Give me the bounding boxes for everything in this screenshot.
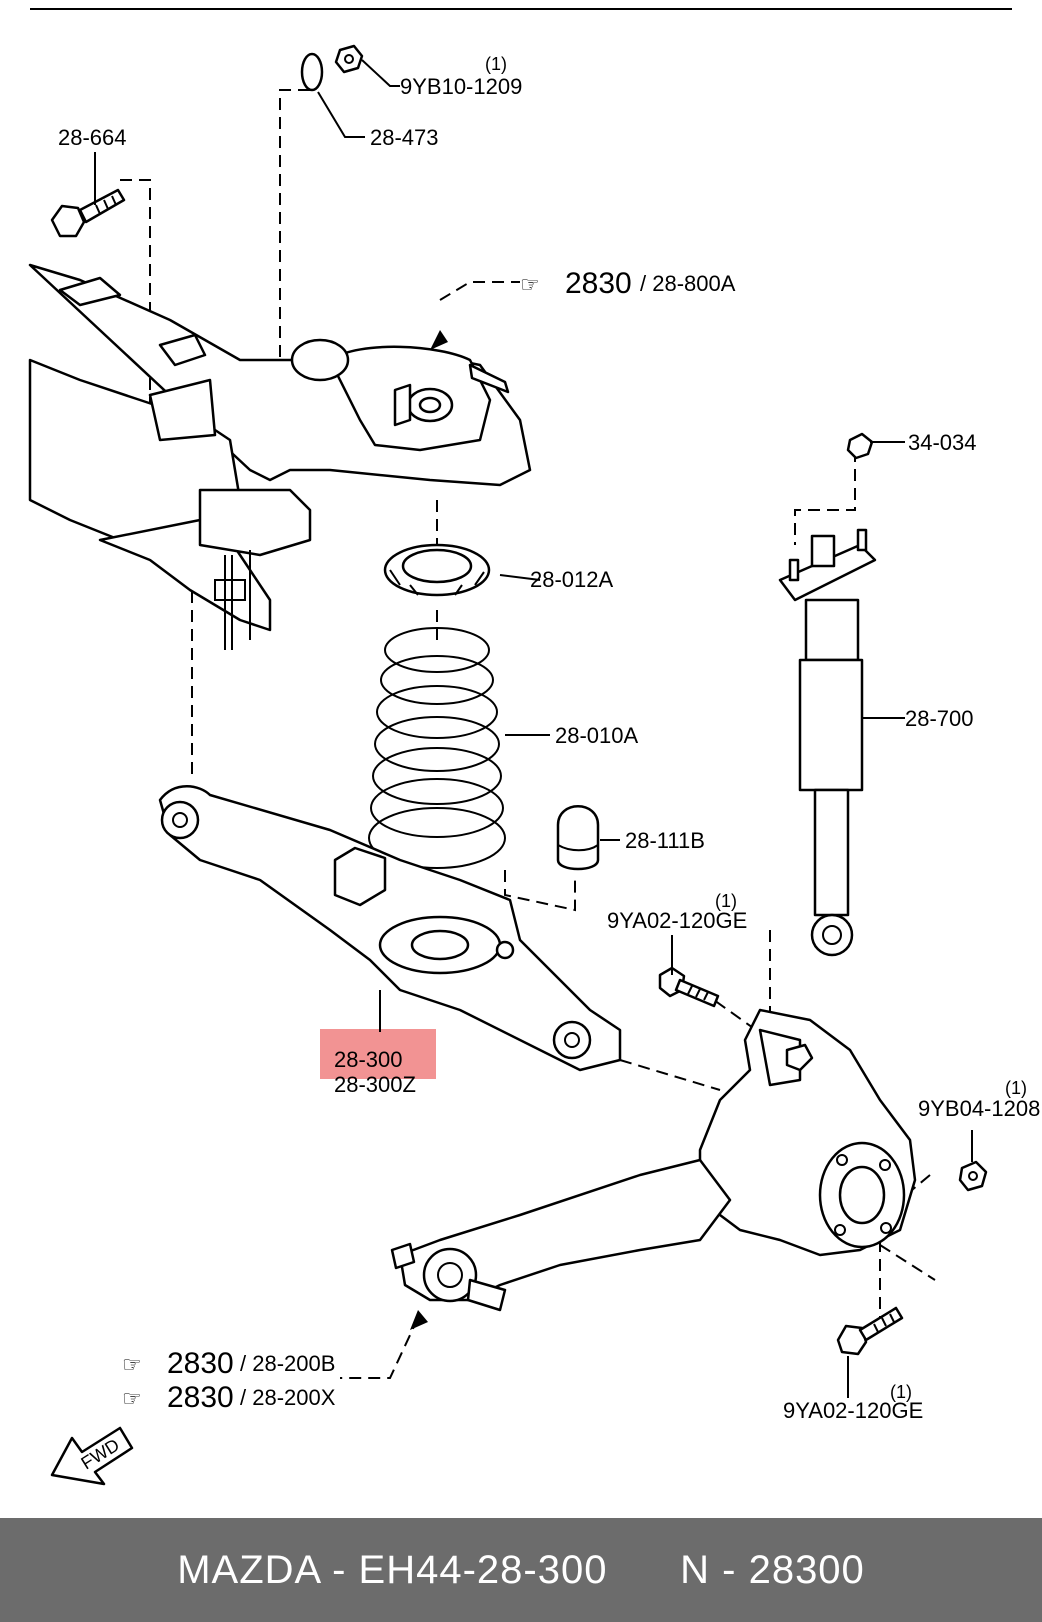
label-bolt-left: 28-664 [58,125,127,150]
lower-arm [158,785,622,1072]
left-bolt-icon [50,188,126,238]
label-bolt-bottom: 9YA02-120GE [783,1398,923,1423]
trailing-arm [390,1158,732,1312]
top-washer [300,52,324,92]
label-crossmember-ref: 2830 [565,267,632,300]
label-nut-top: 9YB10-1209 [400,74,522,99]
right-nut-icon [958,1160,988,1192]
mid-bolt-icon [658,966,720,1008]
label-arm-part-alt: 28-300Z [334,1072,416,1097]
label-spring-seat: 28-012A [530,567,614,592]
label-nut-right-qty: (1) [1005,1078,1027,1098]
label-washer: 28-473 [370,125,439,150]
part-labels: (1) 9YB10-1209 28-473 28-664 ☞ 2830 / 28… [58,54,1040,1423]
label-arm-part: 28-300 [334,1047,403,1072]
bump-stop [556,805,600,871]
leader-lines [94,59,973,1398]
label-trail-ref-2: 2830 [167,1381,234,1414]
diagram-frame [30,8,1012,1520]
footer-text: MAZDA - EH44-28-300 N - 28300 [177,1547,865,1592]
arrowheads [410,330,448,1330]
knuckle [698,1008,917,1257]
label-nut-right: 9YB04-1208 [918,1096,1040,1121]
part-highlight [320,1029,436,1079]
label-nut-top-qty: (1) [485,54,507,74]
top-nut-icon [334,44,364,74]
label-trail-part-1: / 28-200B [240,1351,335,1376]
label-spring: 28-010A [555,723,639,748]
fwd-arrow-icon: FWD [50,1426,134,1486]
suspension-diagram: (1) 9YB10-1209 28-473 28-664 ☞ 2830 / 28… [28,44,1040,1486]
label-mount-nut: 34-034 [908,430,977,455]
ref-hand-icon: ☞ [122,1352,142,1377]
label-trail-ref-1: 2830 [167,1347,234,1380]
shock-absorber [778,432,877,957]
label-bump-stop: 28-111B [625,828,705,853]
bottom-bolt-icon [836,1306,904,1356]
label-bolt-bottom-qty: (1) [890,1382,912,1402]
label-bolt-mid-qty: (1) [715,891,737,911]
label-shock: 28-700 [905,706,974,731]
subframe [28,263,532,650]
label-bolt-mid: 9YA02-120GE [607,908,747,933]
ref-hand-icon: ☞ [122,1386,142,1411]
ref-hand-icon: ☞ [520,272,540,297]
footer-bar: MAZDA - EH44-28-300 N - 28300 [0,1518,1042,1622]
label-crossmember-part: / 28-800A [640,271,736,296]
label-trail-part-2: / 28-200X [240,1385,336,1410]
coil-spring [368,627,506,869]
spring-seat [383,543,491,597]
